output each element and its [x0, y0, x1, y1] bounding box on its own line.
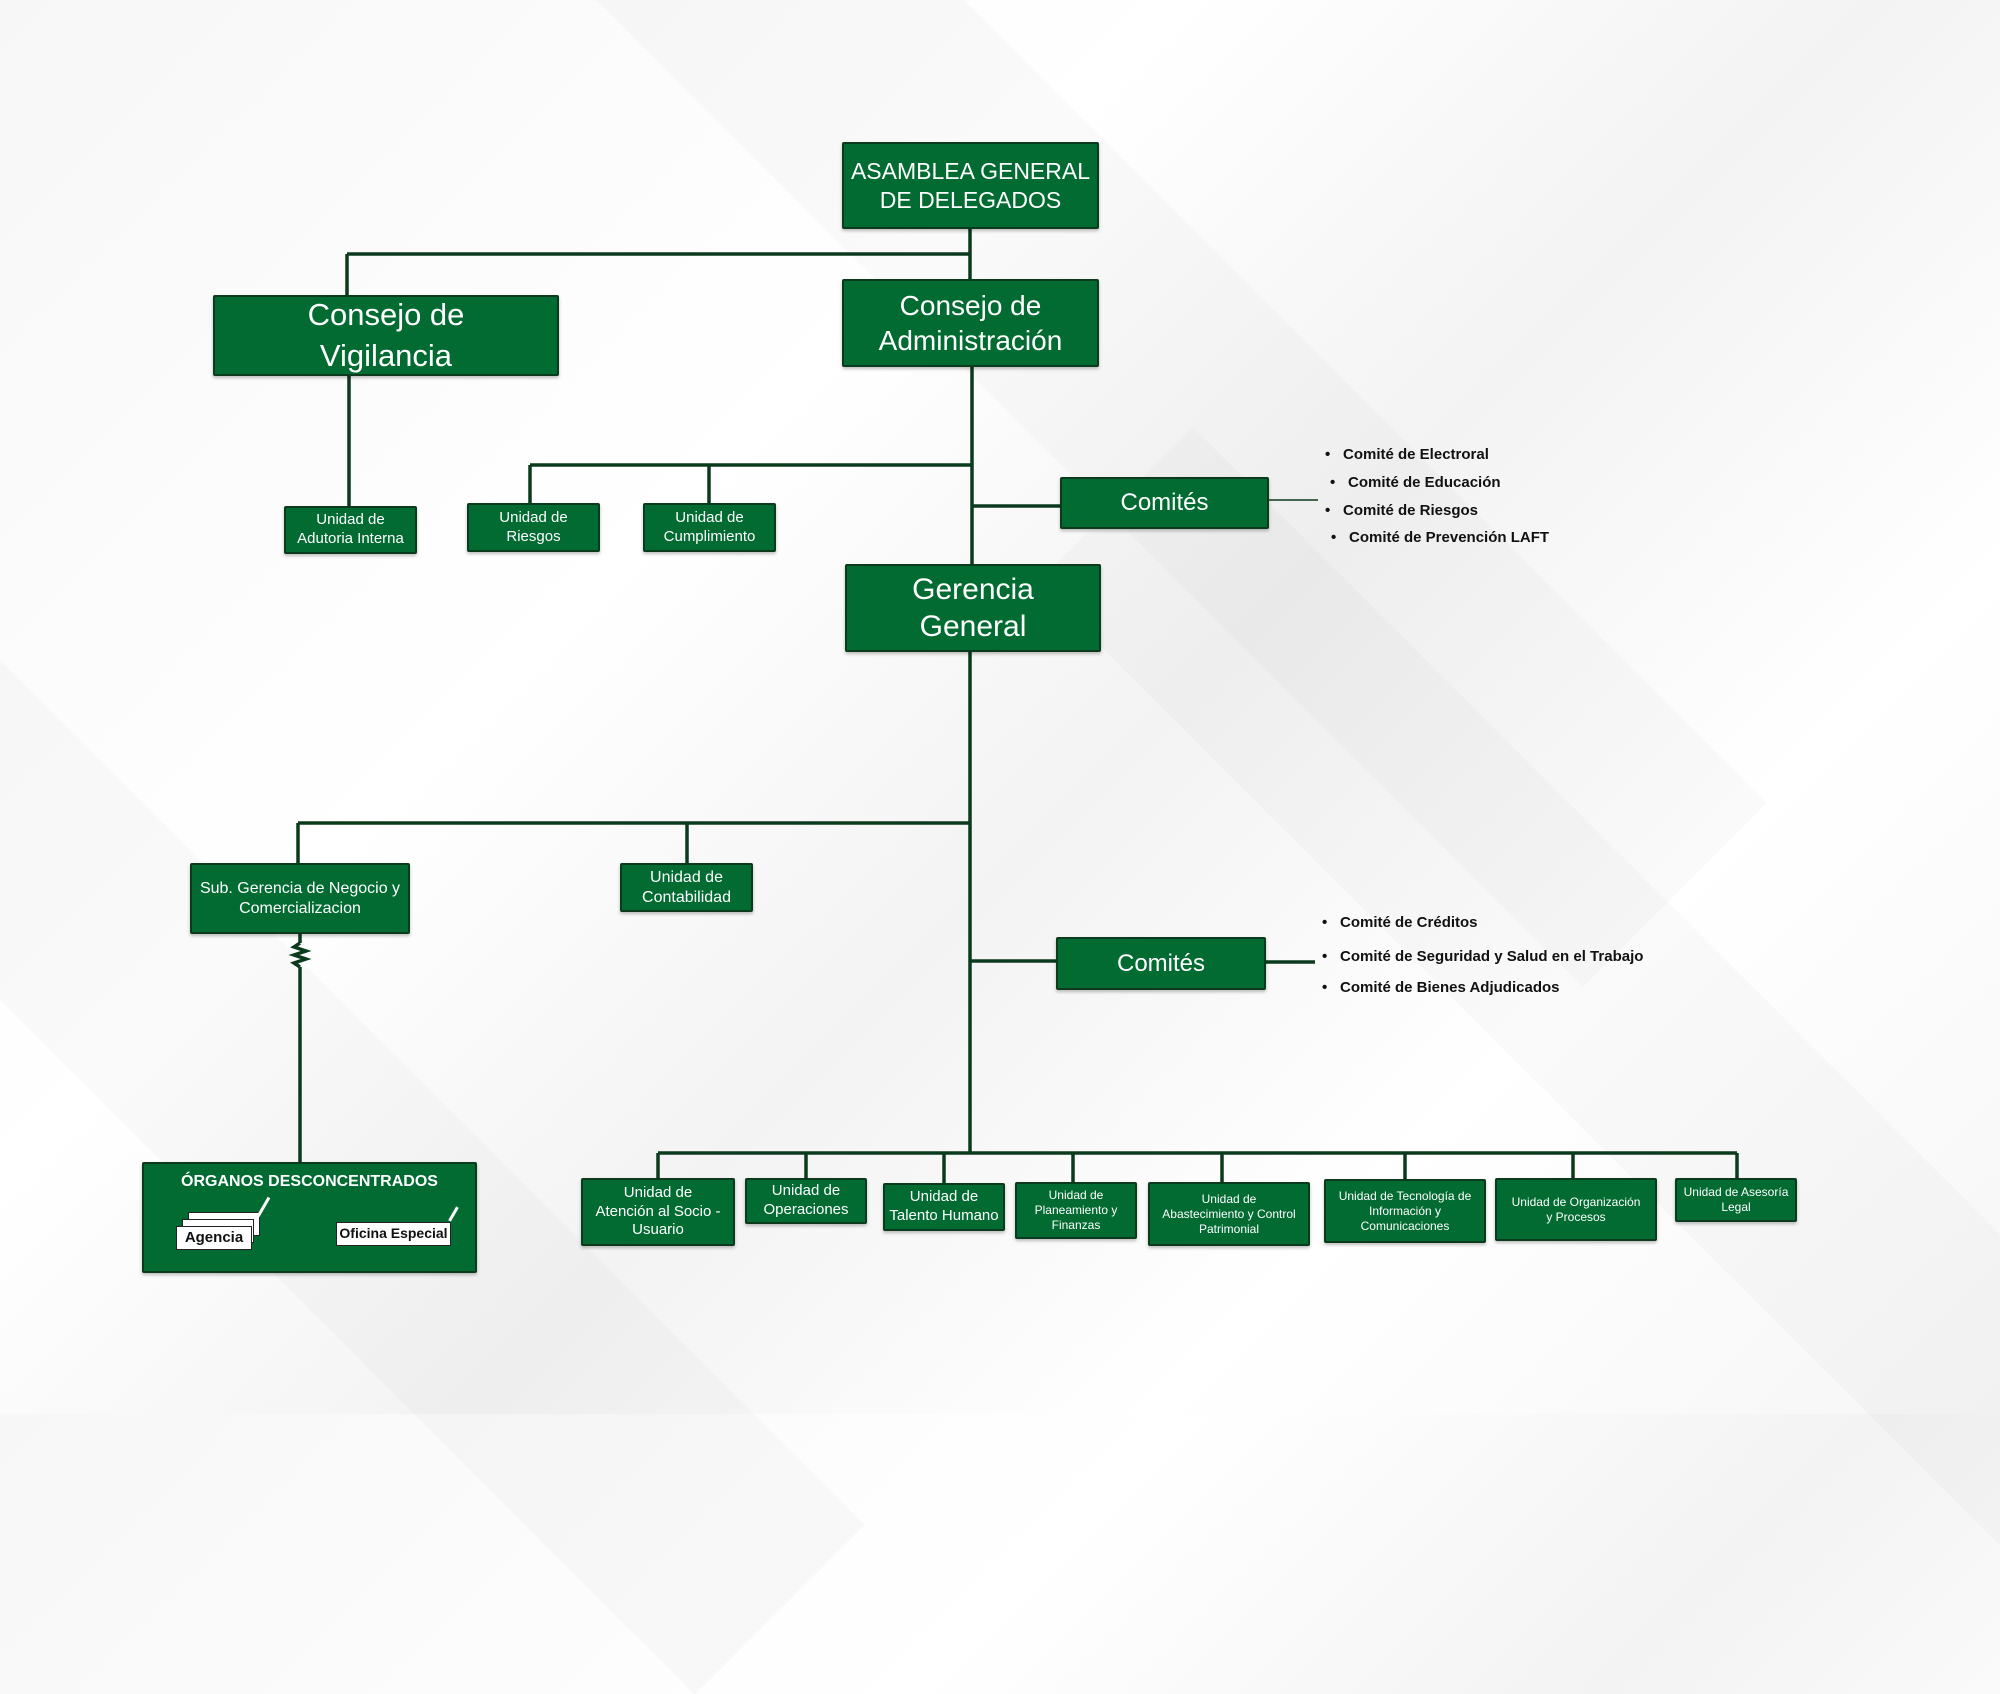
unit-label: Unidad de Operaciones [763, 1182, 849, 1218]
unit-label: Unidad de Abastecimiento y Control Patri… [1162, 1191, 1296, 1236]
consejo-vigilancia-box: Consejo de Vigilancia [213, 295, 559, 376]
unidad-contabilidad-box: Unidad de Contabilidad [620, 863, 753, 912]
agencia-label: Agencia [184, 1228, 244, 1246]
unidad-contabilidad-label: Unidad de Contabilidad [642, 868, 731, 906]
comite-item: Comité de Créditos [1322, 914, 1477, 931]
consejo-administracion-label: Consejo de Administración [878, 290, 1063, 356]
agencia-pen-icon [256, 1196, 271, 1218]
comites-box-1: Comités [1060, 477, 1269, 529]
agencia-card: Agencia [176, 1226, 252, 1250]
unidad-riesgos-label: Unidad de Riesgos [499, 508, 568, 545]
subgerencia-label: Sub. Gerencia de Negocio y Comercializac… [199, 879, 401, 917]
unit-planeamiento-box: Unidad de Planeamiento y Finanzas [1015, 1182, 1137, 1239]
unit-abastecimiento-box: Unidad de Abastecimiento y Control Patri… [1148, 1182, 1310, 1246]
unidad-auditoria-box: Unidad de Adutoria Interna [284, 506, 417, 554]
unit-atencion-box: Unidad de Atención al Socio - Usuario [581, 1178, 735, 1246]
unidad-cumplimiento-box: Unidad de Cumplimiento [643, 503, 776, 552]
unit-label: Unidad de Atención al Socio - Usuario [595, 1183, 721, 1239]
comite-item: Comité de Educación [1330, 474, 1500, 491]
comites-2-label: Comités [1116, 949, 1206, 977]
comite-item: Comité de Seguridad y Salud en el Trabaj… [1322, 948, 1643, 965]
comite-item: Comité de Riesgos [1325, 502, 1478, 519]
comites-1-label: Comités [1120, 489, 1209, 516]
consejo-administracion-box: Consejo de Administración [842, 279, 1099, 367]
gerencia-general-box: Gerencia General [845, 564, 1101, 652]
gerencia-general-label: Gerencia General [912, 572, 1034, 644]
unit-label: Unidad de Planeamiento y Finanzas [1034, 1188, 1118, 1232]
unit-organizacion-box: Unidad de Organización y Procesos [1495, 1178, 1657, 1241]
unidad-auditoria-label: Unidad de Adutoria Interna [297, 511, 404, 547]
asamblea-general-box: ASAMBLEA GENERAL DE DELEGADOS [842, 142, 1099, 229]
comite-item: Comité de Electroral [1325, 446, 1489, 463]
unit-label: Unidad de Tecnología de Información y Co… [1338, 1188, 1472, 1233]
oficina-especial-card: Oficina Especial [336, 1222, 451, 1246]
unit-talento-box: Unidad de Talento Humano [883, 1183, 1005, 1231]
unidad-riesgos-box: Unidad de Riesgos [467, 503, 600, 552]
asamblea-general-label: ASAMBLEA GENERAL DE DELEGADOS [850, 157, 1091, 213]
consejo-vigilancia-label: Consejo de Vigilancia [307, 297, 465, 373]
organos-title: ÓRGANOS DESCONCENTRADOS [181, 1173, 438, 1190]
subgerencia-box: Sub. Gerencia de Negocio y Comercializac… [190, 863, 410, 934]
comites-box-2: Comités [1056, 937, 1266, 990]
unit-asesoria-box: Unidad de Asesoría Legal [1675, 1178, 1797, 1222]
unit-operaciones-box: Unidad de Operaciones [745, 1178, 867, 1224]
unit-label: Unidad de Organización y Procesos [1511, 1194, 1641, 1224]
comite-item: Comité de Prevención LAFT [1331, 529, 1549, 546]
unit-label: Unidad de Asesoría Legal [1683, 1185, 1789, 1214]
unit-label: Unidad de Talento Humano [889, 1188, 999, 1224]
unit-tecnologia-box: Unidad de Tecnología de Información y Co… [1324, 1179, 1486, 1243]
organos-desconcentrados-box: ÓRGANOS DESCONCENTRADOS Agencia Oficina … [142, 1162, 477, 1273]
connector-lines [288, 228, 1739, 1185]
oficina-especial-label: Oficina Especial [339, 1225, 448, 1242]
unidad-cumplimiento-label: Unidad de Cumplimiento [663, 508, 756, 545]
oficina-pen-icon [448, 1206, 459, 1222]
comite-item: Comité de Bienes Adjudicados [1322, 979, 1559, 996]
